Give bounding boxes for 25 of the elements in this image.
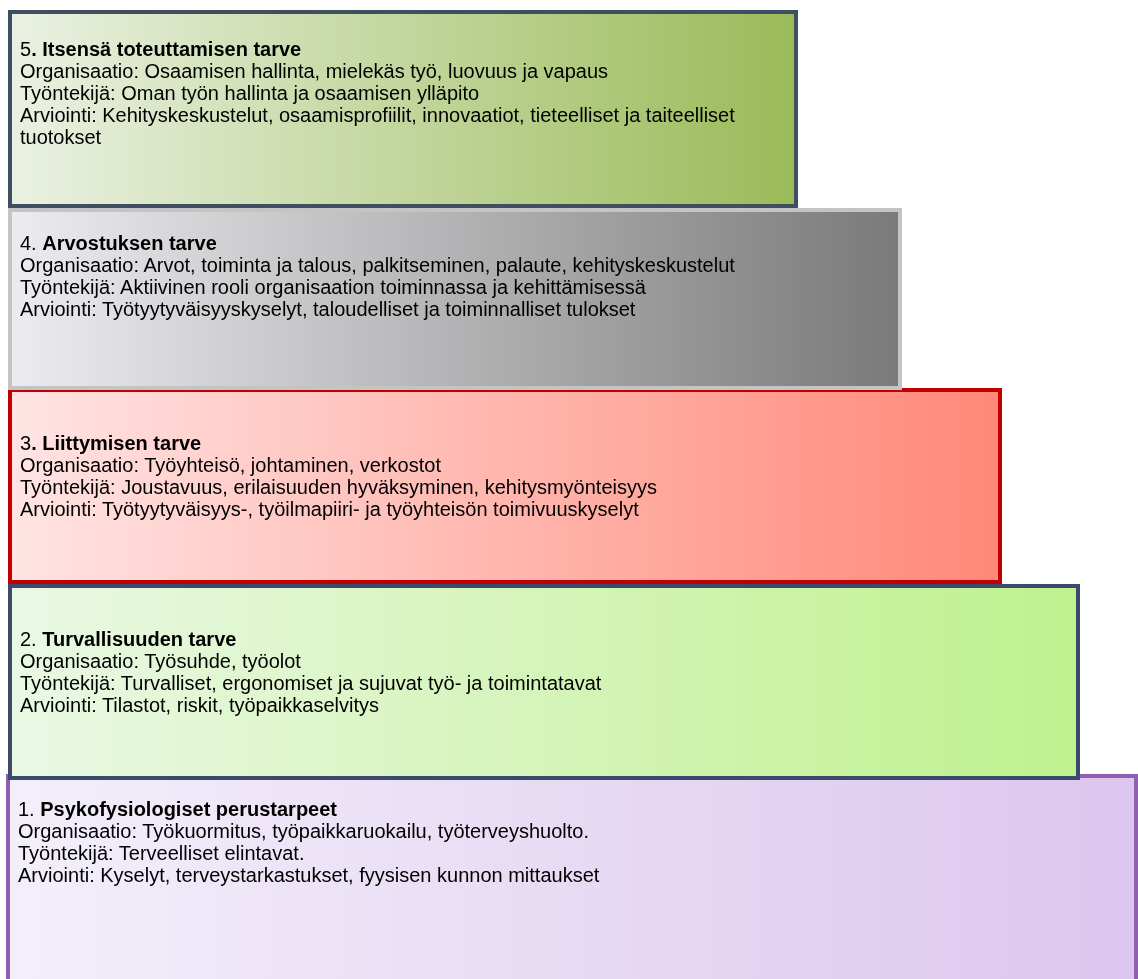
employee-text: Työntekijä: Aktiivinen rooli organisaation toiminnassa ja kehittämisessä	[20, 276, 646, 298]
organisation-text: Organisaatio: Arvot, toiminta ja talous, palkitseminen, palaute, kehityskeskustelut	[20, 254, 735, 276]
organisation-text: Organisaatio: Työyhteisö, johtaminen, verkostot	[20, 454, 441, 476]
level-heading: 5. Itsensä toteuttamisen tarve	[20, 38, 302, 60]
level-heading: 4. Arvostuksen tarve	[20, 232, 217, 254]
employee-text: Työntekijä: Oman työn hallinta ja osaamisen ylläpito	[20, 82, 480, 104]
level-heading: 1. Psykofysiologiset perustarpeet	[18, 798, 338, 820]
level-box	[6, 774, 1138, 979]
employee-text: Työntekijä: Terveelliset elintavat.	[18, 842, 305, 864]
level-heading: 3. Liittymisen tarve	[20, 432, 202, 454]
organisation-text: Organisaatio: Työkuormitus, työpaikkaruokailu, työterveyshuolto.	[18, 820, 590, 842]
level-box	[8, 10, 798, 208]
employee-text: Työntekijä: Joustavuus, erilaisuuden hyväksyminen, kehitysmyönteisyys	[20, 476, 657, 498]
level-box	[8, 584, 1080, 780]
employee-text: Työntekijä: Turvalliset, ergonomiset ja sujuvat työ- ja toimintatavat	[20, 672, 602, 694]
level-box	[8, 208, 902, 390]
assessment-text: Arviointi: Kyselyt, terveystarkastukset, fyysisen kunnon mittaukset	[18, 864, 600, 886]
assessment-text: Arviointi: Kehityskeskustelut, osaamisprofiilit, innovaatiot, tieteelliset ja taiteelliset tuotokset	[20, 104, 736, 148]
level-heading: 2. Turvallisuuden tarve	[20, 628, 237, 650]
organisation-text: Organisaatio: Osaamisen hallinta, mielekäs työ, luovuus ja vapaus	[20, 60, 609, 82]
assessment-text: Arviointi: Tilastot, riskit, työpaikkaselvitys	[20, 694, 379, 716]
assessment-text: Arviointi: Työtyytyväisyyskyselyt, taloudelliset ja toiminnalliset tulokset	[20, 298, 636, 320]
level-box	[8, 388, 1002, 584]
assessment-text: Arviointi: Työtyytyväisyys-, työilmapiiri- ja työyhteisön toimivuuskyselyt	[20, 498, 639, 520]
organisation-text: Organisaatio: Työsuhde, työolot	[20, 650, 301, 672]
